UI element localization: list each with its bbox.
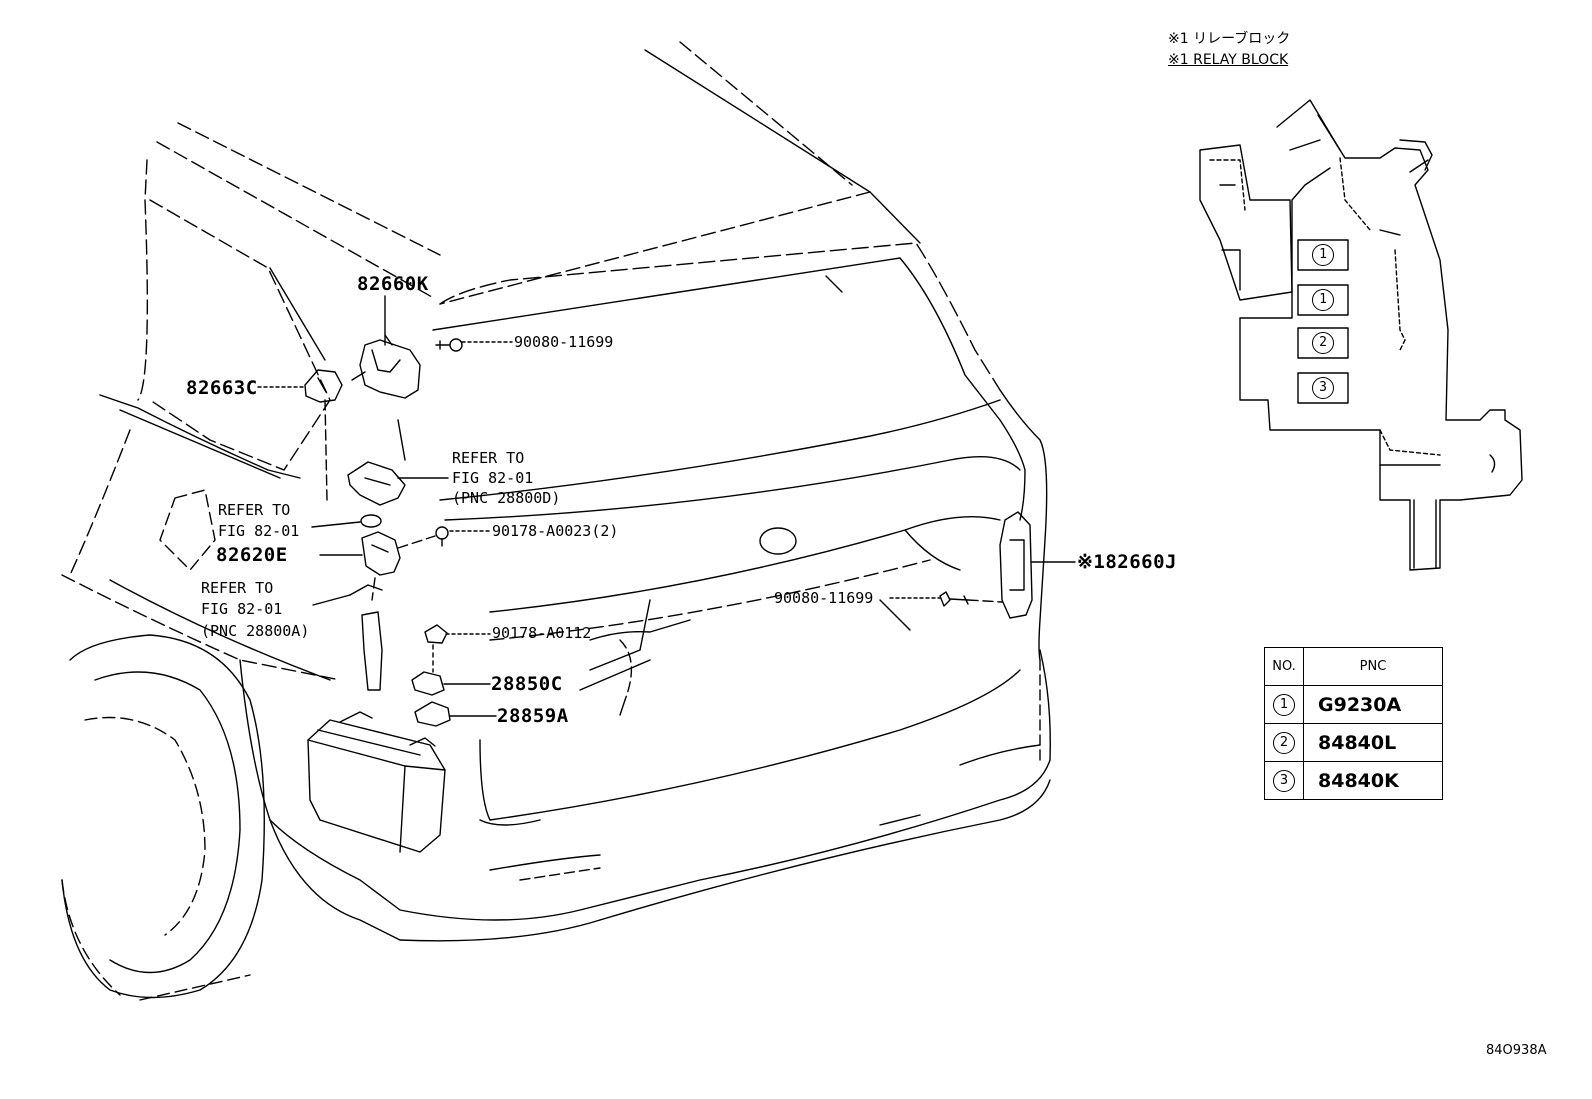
row-number-circle: 2 [1273,732,1295,754]
part-label-90080-11699-top[interactable]: 90080-11699 [514,333,614,351]
row-number-circle: 1 [1273,694,1295,716]
clip-90178-A0023-sketch [435,526,449,547]
part-82660J-sketch [999,511,1033,619]
washer-sketch [360,514,382,528]
pnc-header-pnc: PNC [1303,647,1443,686]
battery-illustration [307,711,446,853]
part-82660K-sketch [351,334,421,399]
figure-reference-code: 84O938A [1486,1043,1547,1058]
relay-block-legend-jp: ※1 リレーブロック [1168,31,1291,47]
pnc-header-no: NO. [1264,647,1304,686]
pnc-row-number: 3 [1264,761,1304,800]
pnc-row-code[interactable]: 84840L [1303,723,1443,762]
refer-to-note-28800D-line2[interactable]: FIG 82-01 [452,469,534,487]
table-row: 1 G9230A [1264,685,1443,724]
part-label-90178-A0023[interactable]: 90178-A0023(2) [492,522,619,540]
part-label-90178-A0112[interactable]: 90178-A0112 [492,624,592,642]
part-28800D-sketch [347,461,406,506]
part-28850C-sketch [411,671,445,696]
pnc-row-number: 2 [1264,723,1304,762]
relay-block-legend-en: ※1 RELAY BLOCK [1168,52,1289,68]
relay-slot-number: 1 [1312,289,1334,311]
relay-slot-number: 2 [1312,332,1334,354]
relay-slot-number: 3 [1312,377,1334,399]
part-82620E-sketch [361,531,401,576]
part-90178-A0112-sketch [424,624,448,644]
pnc-row-code[interactable]: G9230A [1303,685,1443,724]
part-label-82660J[interactable]: ※182660J [1077,551,1177,573]
refer-to-note-washer-line1: REFER TO [218,501,291,519]
relay-block-illustration [1199,99,1523,571]
refer-to-note-28800D-line1: REFER TO [452,449,525,467]
part-label-90080-11699-right[interactable]: 90080-11699 [774,589,874,607]
pnc-table: NO. PNC 1 G9230A 2 84840L 3 84840K [1264,647,1443,800]
part-28800A-sketch [349,584,383,691]
refer-to-note-28800A-line3: (PNC 28800A) [201,622,310,640]
part-28859A-sketch [414,701,451,727]
pnc-table-header: NO. PNC [1264,647,1443,686]
leader-lines [257,295,1076,717]
table-row: 3 84840K [1264,761,1443,800]
refer-to-note-28800D-line3: (PNC 28800D) [452,489,561,507]
part-label-28859A[interactable]: 28859A [497,705,569,727]
relay-slot-number: 1 [1312,244,1334,266]
bolt-90080-right-sketch [939,591,969,607]
bolt-90080-top-sketch [435,338,463,352]
part-label-28850C[interactable]: 28850C [491,673,563,695]
part-label-82660K[interactable]: 82660K [357,273,429,295]
part-label-82663C[interactable]: 82663C [186,377,258,399]
row-number-circle: 3 [1273,770,1295,792]
refer-to-note-28800A-line2[interactable]: FIG 82-01 [201,600,283,618]
part-82663C-sketch [304,369,343,403]
part-label-82620E[interactable]: 82620E [216,544,288,566]
pnc-row-number: 1 [1264,685,1304,724]
refer-to-note-28800A-line1: REFER TO [201,579,274,597]
vehicle-body-outline [61,41,1051,1001]
table-row: 2 84840L [1264,723,1443,762]
refer-to-note-washer-line2[interactable]: FIG 82-01 [218,522,300,540]
pnc-row-code[interactable]: 84840K [1303,761,1443,800]
